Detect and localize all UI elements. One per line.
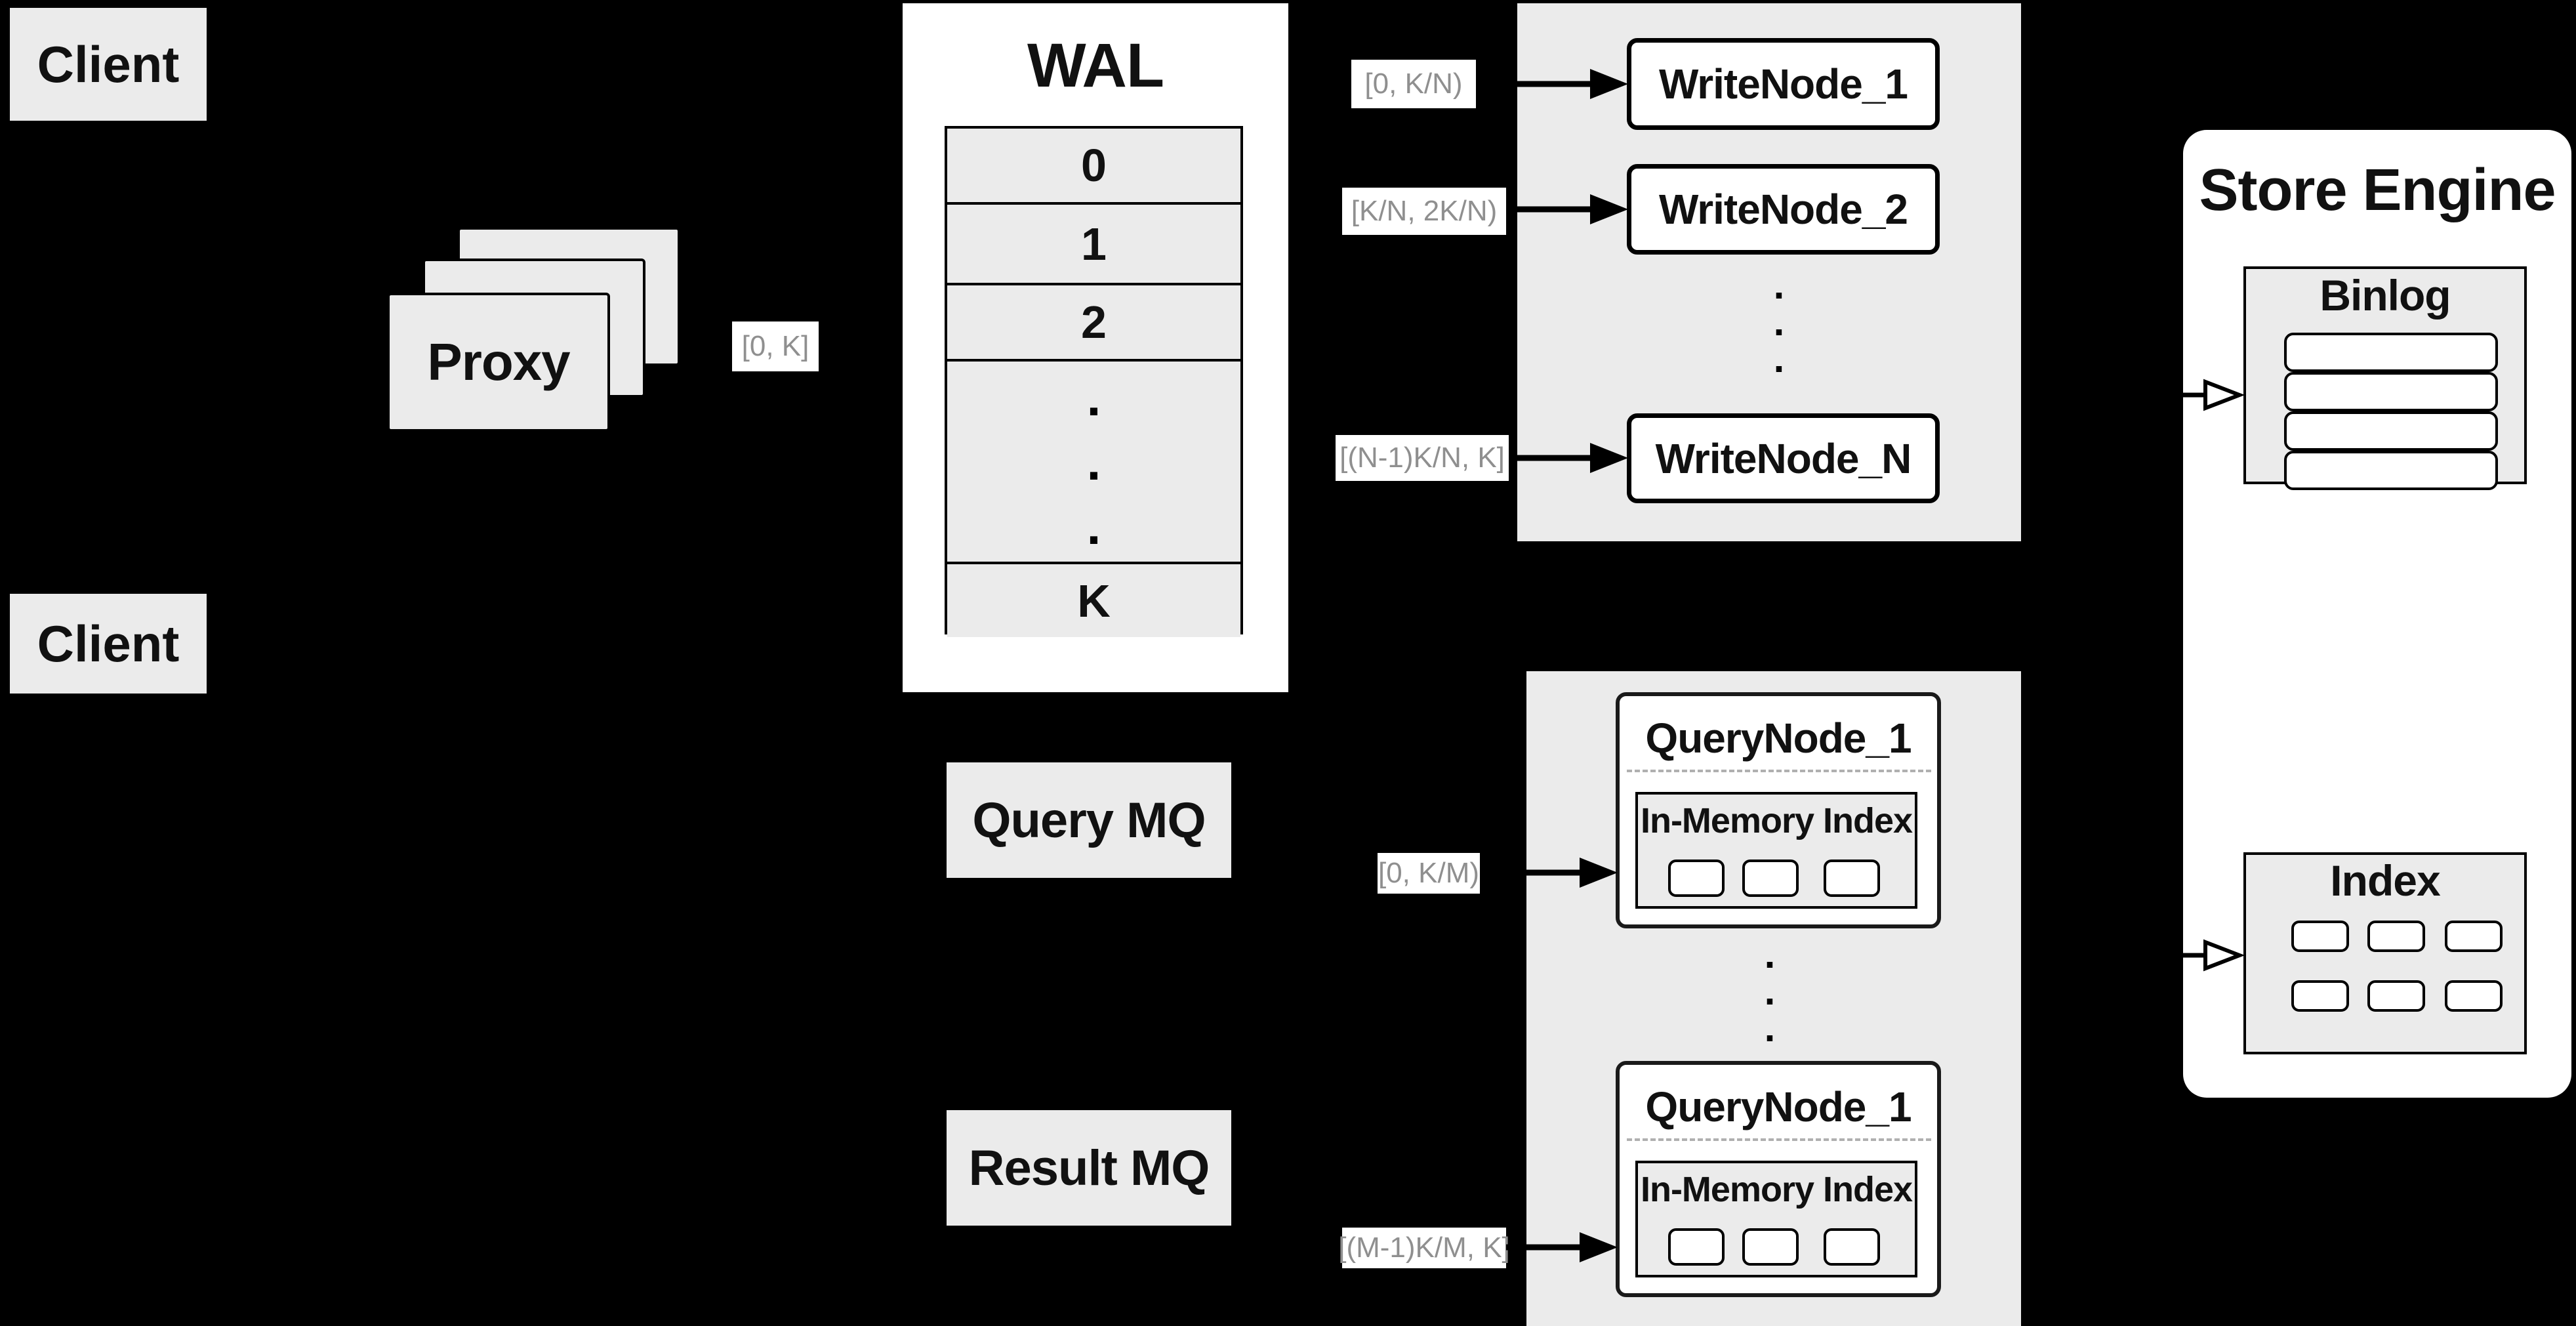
wal-row-0: 0: [947, 129, 1240, 205]
write-node-ellipsis: ...: [1773, 263, 1785, 381]
binlog-row: [2284, 411, 2498, 451]
write-node-1-box: WriteNode_1: [1627, 38, 1940, 130]
index-segment: [2291, 980, 2349, 1012]
range-chip-query-node-1: [0, K/M): [1378, 853, 1480, 894]
write-node-n-box: WriteNode_N: [1627, 413, 1940, 503]
index-segment: [2291, 921, 2349, 952]
query-node-ellipsis: ...: [1764, 932, 1776, 1050]
index-segment: [2367, 980, 2425, 1012]
wal-row-2: 2: [947, 285, 1240, 362]
client-bottom-label: Client: [37, 614, 180, 673]
index-segment: [2445, 921, 2503, 952]
in-memory-index-bottom-label: In-Memory Index: [1640, 1170, 1913, 1209]
memory-segment: [1742, 1228, 1799, 1266]
range-chip-write-node-n: [(N-1)K/N, K]: [1336, 435, 1509, 481]
query-mq-box: Query MQ: [947, 762, 1231, 878]
binlog-row: [2284, 451, 2498, 490]
memory-segment: [1824, 860, 1880, 897]
index-segment: [2445, 980, 2503, 1012]
memory-segment: [1742, 860, 1799, 897]
range-chip-write-node-2: [K/N, 2K/N): [1342, 188, 1506, 235]
range-chip-query-node-m: [(M-1)K/M, K]: [1338, 1228, 1510, 1268]
client-top-box: Client: [10, 8, 207, 121]
store-engine-title: Store Engine: [2199, 157, 2556, 223]
range-chip-write-node-1: [0, K/N): [1351, 60, 1476, 108]
result-mq-box: Result MQ: [947, 1110, 1231, 1226]
wal-title: WAL: [1027, 30, 1164, 100]
index-title: Index: [2330, 856, 2440, 905]
write-node-2-box: WriteNode_2: [1627, 164, 1940, 255]
wal-ellipsis: ...: [1086, 368, 1101, 555]
query-node-top-divider: [1627, 770, 1931, 772]
proxy-box: Proxy: [387, 293, 610, 432]
query-node-top-title: QueryNode_1: [1645, 715, 1912, 762]
memory-segment: [1824, 1228, 1880, 1266]
proxy-label: Proxy: [427, 333, 570, 391]
binlog-row: [2284, 372, 2498, 411]
wal-row-k: K: [947, 564, 1240, 637]
wal-row-ellipsis: ...: [947, 362, 1240, 564]
query-node-bottom-divider: [1627, 1138, 1931, 1141]
range-chip-proxy-out: [0, K]: [732, 321, 819, 371]
index-segment: [2367, 921, 2425, 952]
client-bottom-box: Client: [10, 594, 207, 694]
in-memory-index-top-label: In-Memory Index: [1640, 801, 1913, 840]
binlog-rows: [2284, 333, 2498, 490]
client-top-label: Client: [37, 35, 180, 93]
binlog-row: [2284, 333, 2498, 372]
query-node-bottom-title: QueryNode_1: [1645, 1083, 1912, 1130]
memory-segment: [1668, 860, 1725, 897]
wal-table: 0 1 2 ... K: [945, 126, 1243, 637]
wal-row-1: 1: [947, 205, 1240, 285]
memory-segment: [1668, 1228, 1725, 1266]
binlog-title: Binlog: [2320, 271, 2451, 320]
